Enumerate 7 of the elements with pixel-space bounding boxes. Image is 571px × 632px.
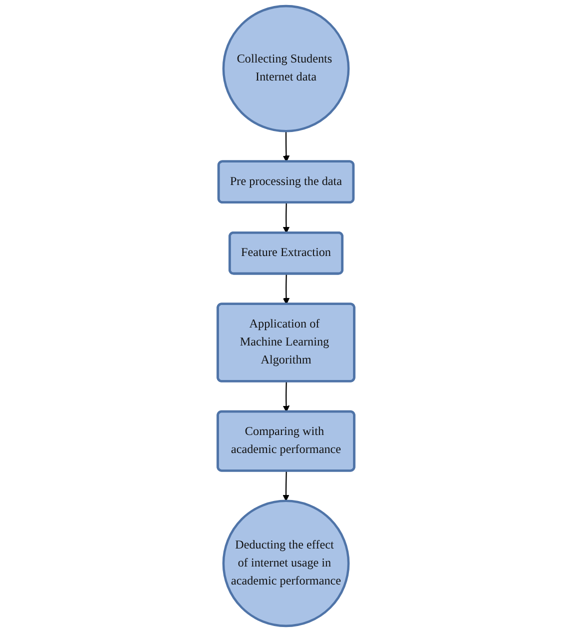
arrow (282, 382, 290, 412)
arrow (282, 274, 290, 305)
arrow (282, 202, 290, 234)
arrow (282, 131, 290, 162)
node-circle: Collecting Students Internet data (222, 4, 350, 132)
arrow (282, 470, 289, 502)
node-circle: Deducting the effect of internet usage in academic performance (222, 500, 350, 628)
